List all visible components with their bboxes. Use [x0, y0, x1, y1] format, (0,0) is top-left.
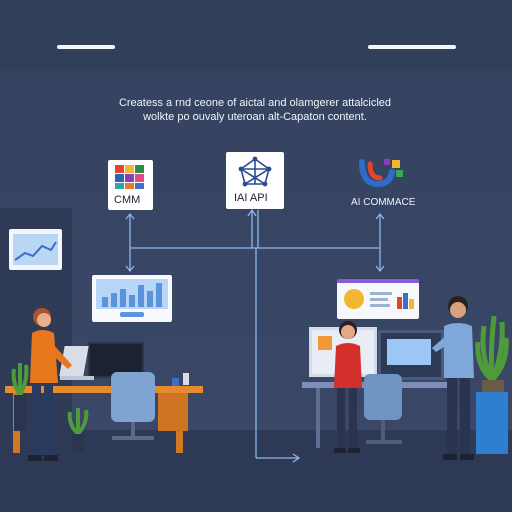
ceiling-light-left: [57, 45, 115, 49]
caption-line-1: Createss a rnd ceone of aictal and olamg…: [118, 97, 392, 109]
chair-base: [366, 440, 402, 444]
plant-icon: [11, 363, 29, 431]
person-woman-orange: [28, 308, 72, 461]
wall-display: [9, 229, 62, 270]
right-monitor-right: [378, 330, 444, 380]
ceiling-light-right: [368, 45, 456, 49]
bar-chart-icon: [96, 279, 168, 317]
desk-cup: [183, 373, 189, 385]
desk-mug: [172, 378, 179, 386]
floating-chart-panel: [92, 275, 172, 322]
caption-line-2: wolkte po ouvaly uteroan alt-Capaton con…: [143, 111, 367, 123]
cms-card[interactable]: CMM: [108, 160, 153, 210]
right-desk-leg: [316, 388, 320, 448]
plant-icon: [475, 315, 509, 454]
office-chair-right: [364, 374, 402, 420]
ai-api-label: IAI API: [234, 192, 268, 204]
chair-post: [131, 422, 135, 436]
ecommerce-logo-icon: [359, 159, 403, 188]
ai-api-card[interactable]: IAI API: [226, 152, 284, 209]
chair-post: [381, 420, 385, 440]
left-desk-drawer: [158, 393, 188, 431]
left-desk-top: [5, 386, 203, 393]
chair-base: [112, 436, 154, 440]
plant-icon: [67, 408, 89, 452]
monitor-thumb: [318, 336, 332, 350]
cms-label: CMM: [114, 194, 141, 206]
office-chair-left: [111, 372, 155, 422]
ai-network-icon: [238, 156, 272, 187]
person-man-blue: [432, 296, 474, 460]
ceiling: [0, 0, 512, 70]
cms-grid-icon: [115, 165, 144, 189]
chart-screen-icon: [13, 234, 58, 265]
ecommerce-label: AI COMMACE: [351, 197, 416, 208]
laptop-base: [60, 376, 94, 380]
product-card-icon: [344, 289, 414, 309]
person-woman-red: [334, 321, 362, 453]
floating-product-panel: [337, 279, 419, 319]
monitor-screen: [387, 339, 431, 365]
